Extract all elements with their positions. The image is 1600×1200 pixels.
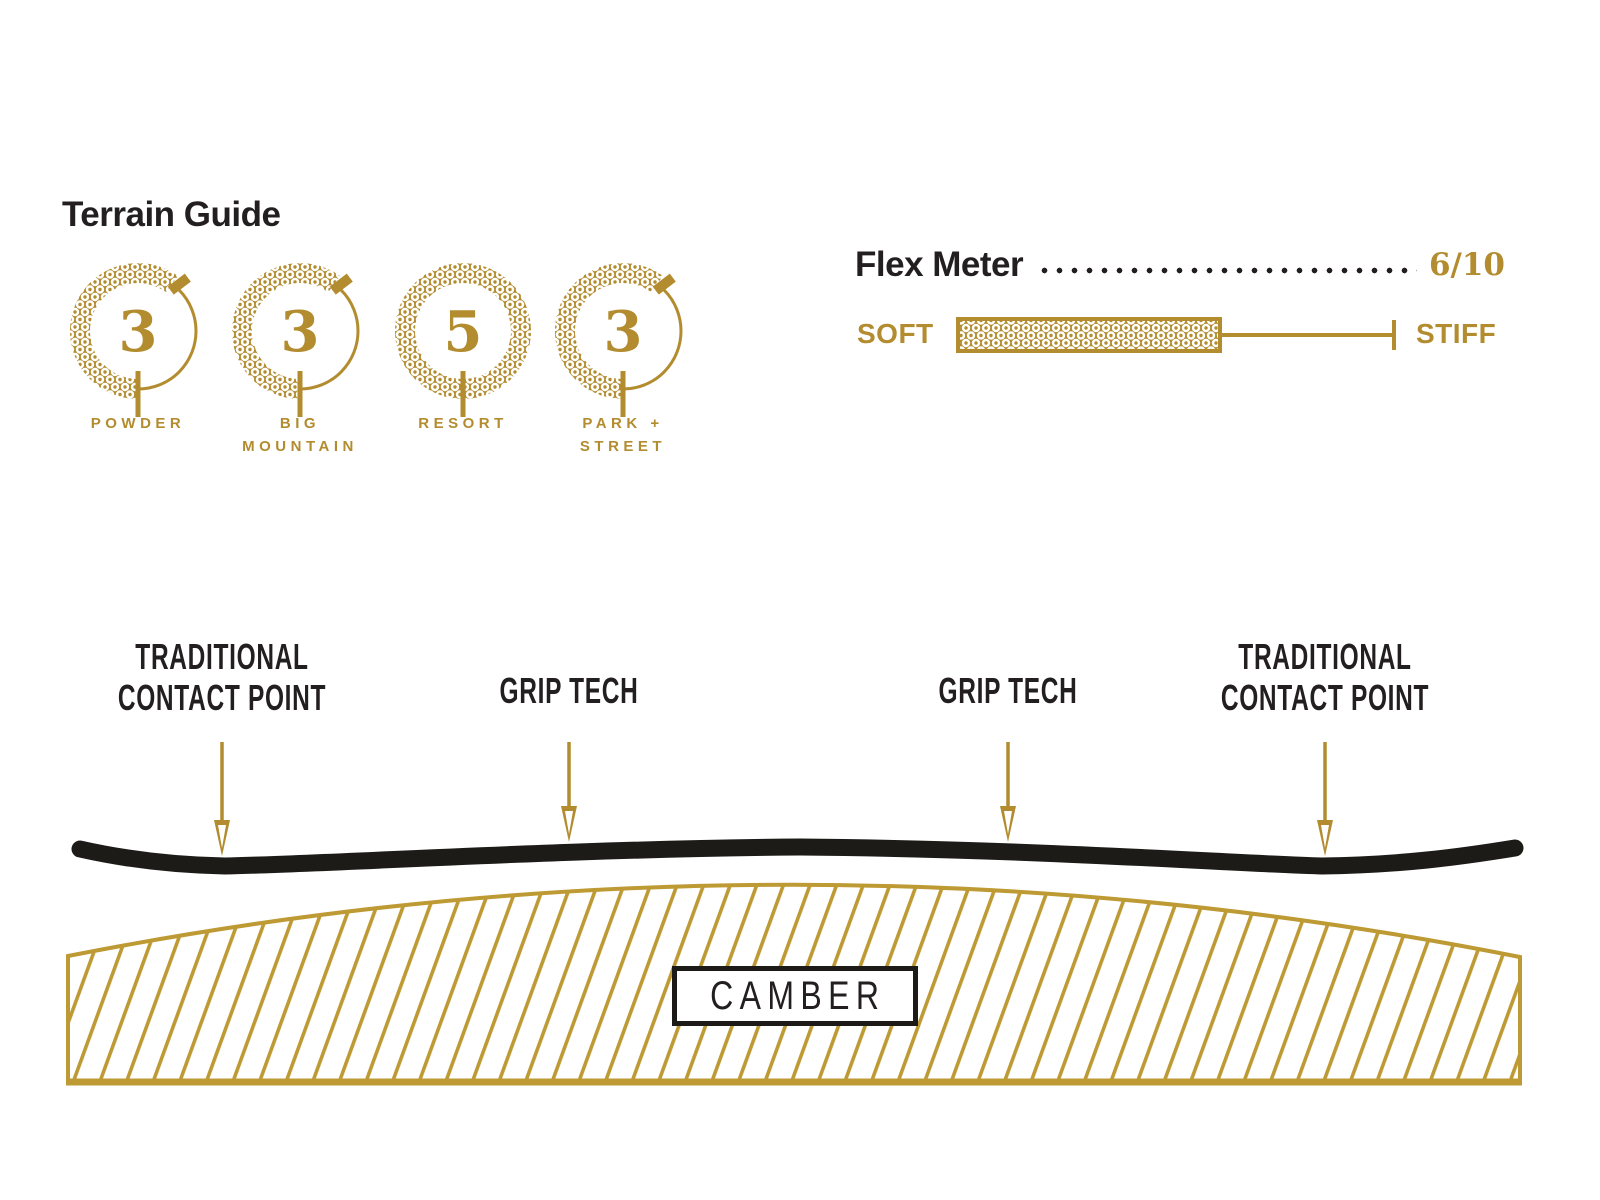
flex-meter-value: 6/10 — [1428, 247, 1505, 283]
flex-meter-title: Flex Meter — [855, 245, 1024, 284]
flex-meter-stiff-label: STIFF — [1416, 318, 1497, 349]
flex-meter-bar — [956, 317, 1396, 353]
terrain-gauge: 5 — [395, 263, 531, 417]
camber-label-box: CAMBER — [672, 966, 918, 1026]
arrow-traditional-contact-right — [1317, 742, 1333, 856]
flex-meter-soft-label: SOFT — [857, 318, 934, 349]
arrow-grip-tech-left — [561, 742, 577, 842]
terrain-label-big-mountain: BIG MOUNTAIN — [242, 415, 358, 455]
terrain-label-powder: POWDER — [90, 415, 186, 432]
gauge-arc-end-notch — [329, 273, 353, 295]
gauge-arc — [555, 263, 663, 399]
flex-meter-leader-dots — [1037, 267, 1417, 274]
terrain-label-resort: RESORT — [418, 415, 508, 432]
terrain-gauges: 3 3 5 3 — [70, 263, 683, 417]
gauge-arc-end-notch — [652, 273, 676, 295]
terrain-gauge: 3 — [555, 263, 683, 417]
gauge-arc-end-notch — [167, 273, 191, 295]
arrow-grip-tech-right — [1000, 742, 1016, 842]
callout-grip-tech-left: GRIP TECH — [499, 670, 639, 711]
callout-traditional-contact-point-right: TRADITIONAL CONTACT POINT — [1220, 636, 1430, 718]
terrain-gauge-value: 3 — [281, 299, 320, 365]
camber-label: CAMBER — [710, 973, 886, 1018]
callout-grip-tech-right: GRIP TECH — [938, 670, 1078, 711]
gauge-arc — [70, 263, 178, 399]
gauge-arc — [232, 263, 340, 399]
terrain-gauge-value: 3 — [119, 299, 158, 365]
terrain-label-park-street: PARK + STREET — [579, 415, 667, 455]
callout-traditional-contact-point-left: TRADITIONAL CONTACT POINT — [117, 636, 327, 718]
terrain-gauge-value: 5 — [444, 299, 483, 365]
flex-meter-header: Flex Meter 6/10 — [855, 246, 1505, 284]
camber-profile-diagram — [66, 742, 1524, 1086]
terrain-gauge: 3 — [70, 263, 198, 417]
terrain-gauge: 3 — [232, 263, 360, 417]
flex-bar-filled — [956, 317, 1222, 353]
board-profile-curve — [71, 838, 1524, 875]
terrain-gauge-value: 3 — [604, 299, 643, 365]
arrow-traditional-contact-left — [214, 742, 230, 856]
terrain-guide-title: Terrain Guide — [62, 195, 281, 234]
